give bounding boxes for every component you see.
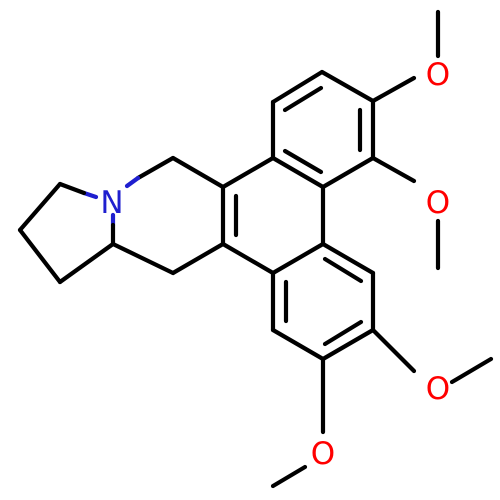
bond-ringE-1 (57, 181, 87, 196)
bond-ringE-1-n (81, 190, 99, 200)
bond-ome4-b (270, 464, 308, 489)
bond-ringB-1 (220, 155, 276, 190)
bond-ringD-4 (110, 241, 176, 276)
bond-ringE-4 (57, 241, 116, 285)
bond-ringD-2-n (124, 175, 141, 189)
oxygen-atom-label-top: O (426, 57, 450, 93)
atom-labels: N O O O O (100, 57, 450, 472)
bond-ringD-5 (170, 241, 226, 276)
bond-ringB-3 (220, 241, 276, 276)
bond-ringD-1 (170, 155, 226, 190)
bond-ome1-a (370, 75, 417, 104)
bond-ringA-1-inner (282, 85, 324, 113)
bond-ringA-1 (270, 69, 325, 105)
bond-ringC-3 (320, 327, 376, 362)
bond-ringA-5-inner (282, 148, 324, 175)
bonds (17, 9, 494, 489)
bond-ringA-5 (270, 155, 326, 190)
bond-ringA-4 (320, 155, 376, 190)
bond-ome3-a (370, 327, 417, 374)
bond-ringC-2 (270, 327, 326, 362)
bond-ringE-2 (17, 181, 63, 233)
bond-ringC-5-inner (322, 256, 364, 284)
bond-ringB-4 (270, 241, 326, 276)
bond-ringC-5 (320, 241, 376, 276)
oxygen-atom-label-bottom: O (311, 436, 335, 472)
bond-ringD-2 (135, 155, 176, 181)
oxygen-atom-label-lower-middle: O (426, 371, 450, 407)
bond-ringC-3-inner (322, 319, 364, 347)
oxygen-atom-label-upper-middle: O (426, 185, 450, 221)
bond-ringE-3 (17, 227, 63, 285)
bond-ome3-b (449, 356, 494, 385)
bond-ome2-a (370, 155, 417, 184)
bond-ringA-2 (319, 69, 376, 104)
nitrogen-atom-label: N (100, 185, 123, 221)
